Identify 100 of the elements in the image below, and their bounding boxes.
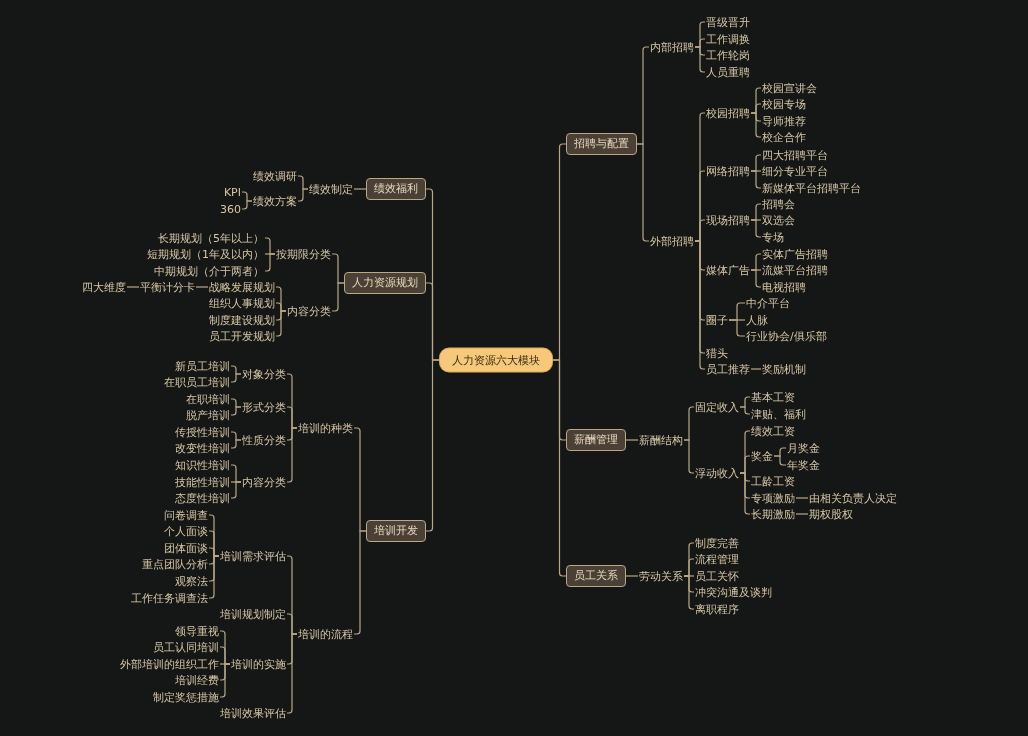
topic-box: 员工关系 [566,565,626,587]
topic-label: 在职培训 [185,392,231,406]
topic-label: 制定奖惩措施 [152,690,220,704]
connector-line [230,439,242,449]
topic-label: 固定收入 [694,400,740,414]
topic-label: 奖金 [750,449,774,463]
connector-line [750,269,762,288]
connector-line [739,406,751,415]
topic-label: 招聘会 [761,197,796,211]
topic-label: 性质分类 [241,433,287,447]
topic-label: 校园专场 [761,97,807,111]
topic-label: 工作轮岗 [705,48,751,62]
topic-label: 细分专业平台 [761,164,829,178]
topic-label: 长期激励 [750,507,796,521]
topic-label: 组织人事规划 [208,296,276,310]
topic-label: 四大维度 [81,280,127,294]
topic-label: 劳动关系 [638,569,684,583]
topic-label: 新媒体平台招聘平台 [761,181,862,195]
topic-label: 离职程序 [694,602,740,616]
topic-label: KPI [222,185,242,199]
topic-label: 实体广告招聘 [761,247,829,261]
topic-label: 在职员工培训 [163,375,231,389]
topic-label: 培训的实施 [230,657,287,671]
central-topic-box: 人力资源六大模块 [439,347,553,373]
topic-label: 年奖金 [786,458,821,472]
topic-label: 期权股权 [808,507,854,521]
connector-line [750,170,762,189]
topic-label: 电视招聘 [761,280,807,294]
connector-line [353,188,367,190]
topic-label: 平衡计分卡 [139,280,196,294]
topic-label: 人脉 [745,313,769,327]
topic-label: 薪酬结构 [638,433,684,447]
topic-label: 中介平台 [745,296,791,310]
topic-label: 制度建设规划 [208,313,276,327]
topic-label: 基本工资 [750,390,796,404]
topic-label: 专项激励 [750,491,796,505]
topic-box: 绩效福利 [366,178,426,200]
connector-line [773,455,787,466]
topic-label: 绩效工资 [750,424,796,438]
topic-label: 月奖金 [786,441,821,455]
connector-line [230,373,242,383]
topic-label: 导师推荐 [761,114,807,128]
topic-label: 专场 [761,230,785,244]
topic-label: 校企合作 [761,130,807,144]
topic-label: 流程管理 [694,552,740,566]
connector-line [625,439,639,441]
topic-label: 双选会 [761,213,796,227]
connector-line [795,497,809,499]
topic-label: 形式分类 [241,400,287,414]
topic-label: 现场招聘 [705,213,751,227]
connector-line [230,406,242,416]
connector-line [126,286,140,288]
topic-label: 媒体广告 [705,263,751,277]
topic-label: 员工开发规划 [208,329,276,343]
topic-label: 行业协会/俱乐部 [745,329,828,343]
topic-label: 员工认同培训 [152,640,220,654]
topic-label: 培训效果评估 [219,706,287,720]
topic-label: 奖励机制 [761,362,807,376]
topic-label: 短期规划（1年及以内） [146,247,265,261]
connector-line [241,200,253,210]
connector-line [625,575,639,577]
topic-label: 内容分类 [241,475,287,489]
topic-label: 培训经费 [174,673,220,687]
connector-line [195,286,209,288]
topic-label: 传授性培训 [174,425,231,439]
topic-label: 新员工培训 [174,359,231,373]
topic-label: 培训规划制定 [219,607,287,621]
topic-label: 流媒平台招聘 [761,263,829,277]
connector-line [750,368,762,370]
topic-box: 培训开发 [366,520,426,542]
connector-line [795,513,809,515]
topic-label: 冲突沟通及谈判 [694,585,773,599]
topic-label: 津贴、福利 [750,407,807,421]
topic-label: 工作任务调查法 [130,591,209,605]
topic-label: 态度性培训 [174,491,231,505]
connector-line [683,439,695,474]
topic-label: 校园招聘 [705,106,751,120]
topic-label: 重点团队分析 [141,557,209,571]
topic-label: 绩效方案 [252,194,298,208]
topic-label: 绩效调研 [252,169,298,183]
topic-label: 员工推荐 [705,362,751,376]
topic-label: 改变性培训 [174,441,231,455]
topic-box: 薪酬管理 [566,429,626,451]
topic-label: 脱产培训 [185,408,231,422]
topic-label: 技能性培训 [174,475,231,489]
topic-label: 外部培训的组织工作 [119,657,220,671]
connector-line [286,633,298,714]
connector-line [750,112,762,138]
topic-label: 中期规划（介于两者） [153,264,265,278]
topic-label: 网络招聘 [705,164,751,178]
topic-label: 校园宣讲会 [761,81,818,95]
topic-label: 由相关负责人决定 [808,491,898,505]
topic-label: 观察法 [174,574,209,588]
connector-line [275,310,287,337]
topic-label: 内容分类 [286,304,332,318]
topic-label: 浮动收入 [694,466,740,480]
topic-label: 内部招聘 [649,40,695,54]
topic-label: 按期限分类 [275,247,332,261]
topic-label: 工龄工资 [750,474,796,488]
connector-line [286,427,298,483]
